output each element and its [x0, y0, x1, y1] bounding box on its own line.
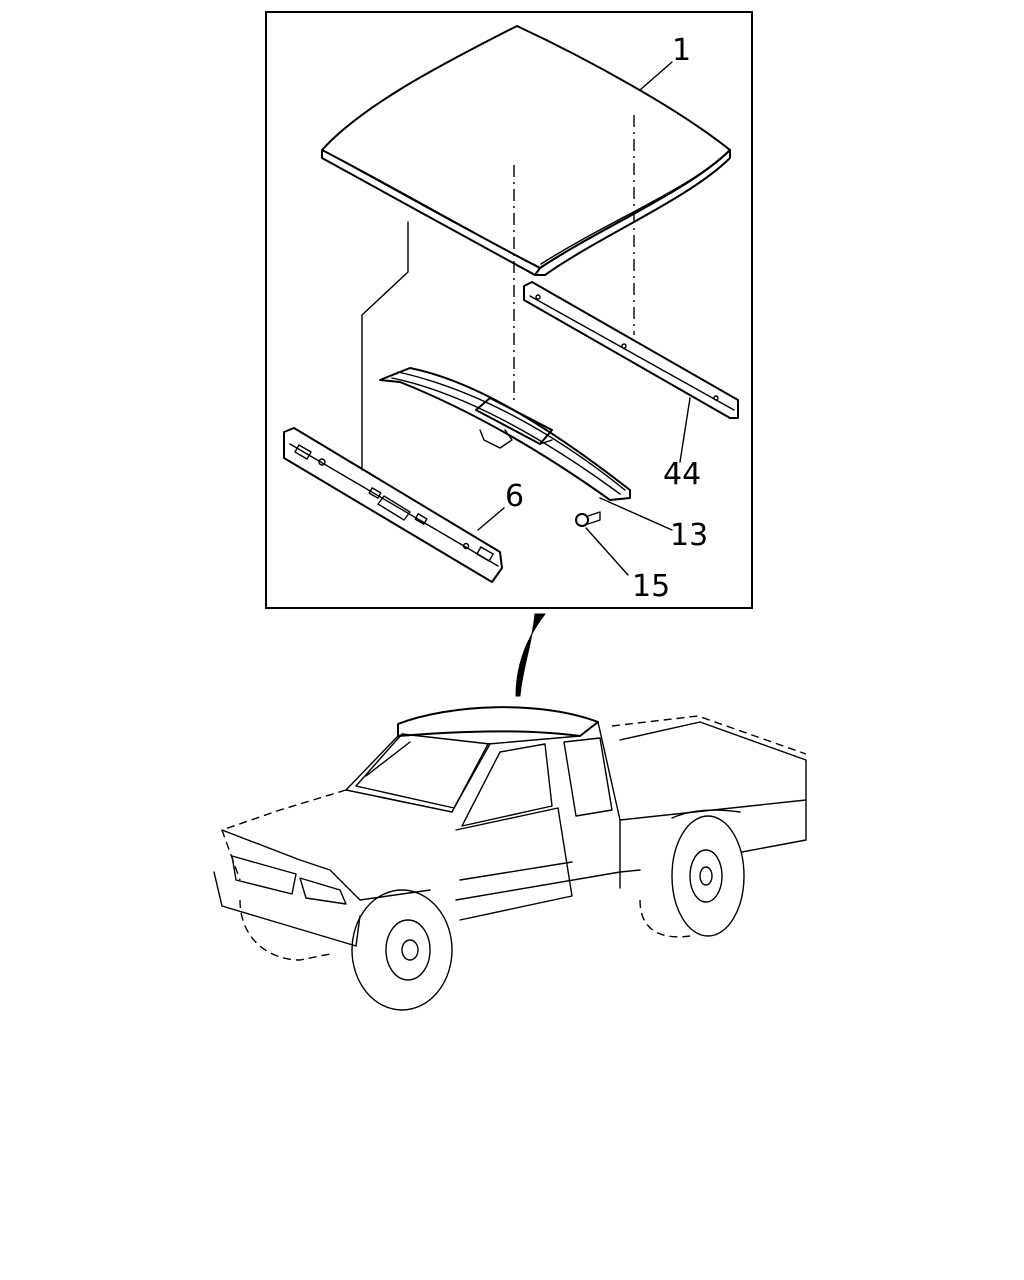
callout-6: 6: [505, 479, 524, 514]
pickup-truck-locator: [213, 706, 807, 1011]
callout-1: 1: [672, 33, 691, 68]
callout-44: 44: [663, 457, 701, 492]
projection-lines: [361, 115, 635, 471]
leader-13: [599, 497, 673, 531]
front-header-rail: [283, 427, 503, 583]
leader-44: [679, 397, 691, 463]
leader-15: [585, 527, 629, 576]
leader-1: [639, 61, 673, 91]
callout-15: 15: [632, 569, 670, 604]
locator-arrow: [515, 613, 547, 697]
fastener: [575, 511, 601, 527]
detail-frame: [265, 11, 753, 609]
center-roof-bow: [379, 367, 631, 501]
roof-panel: [321, 25, 731, 276]
rear-header-rail: [523, 281, 739, 419]
leader-6: [477, 507, 505, 531]
callout-13: 13: [670, 518, 708, 553]
